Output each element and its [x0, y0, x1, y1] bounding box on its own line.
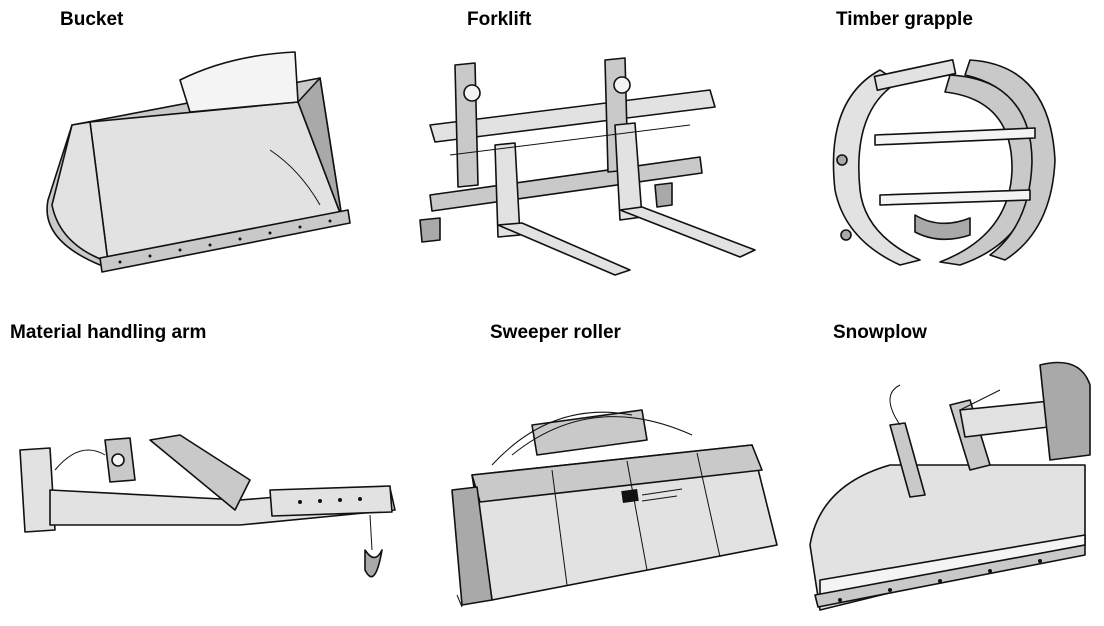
- snowplow-label: Snowplow: [833, 322, 927, 343]
- sweeper-roller-illustration: [451, 409, 778, 608]
- timber-grapple-label: Timber grapple: [836, 9, 973, 30]
- bucket-illustration: [46, 51, 351, 273]
- bucket-label: Bucket: [60, 9, 124, 30]
- material-handling-arm-label: Material handling arm: [10, 322, 207, 343]
- forklift-label: Forklift: [467, 9, 532, 30]
- sweeper-roller-label: Sweeper roller: [490, 322, 621, 343]
- material-handling-arm-illustration: [19, 434, 396, 578]
- timber-grapple-illustration: [832, 59, 1056, 266]
- forklift-illustration: [419, 57, 756, 276]
- snowplow-illustration: [809, 361, 1091, 611]
